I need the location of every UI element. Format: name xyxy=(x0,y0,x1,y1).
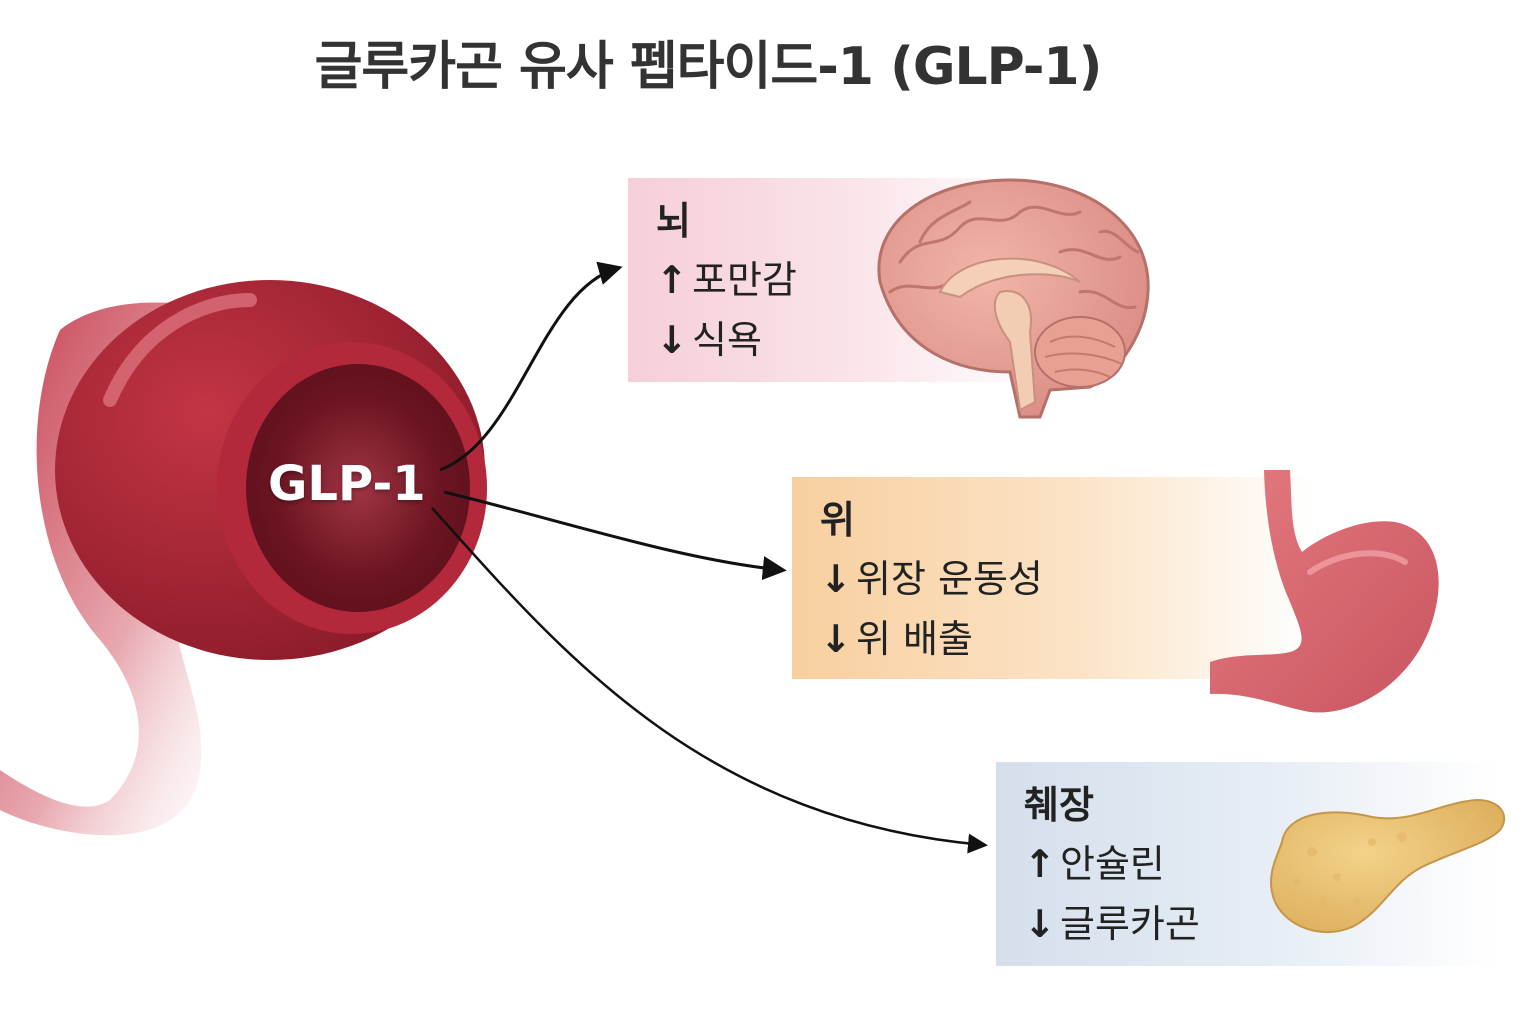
down-arrow-icon: ↓ xyxy=(820,557,852,601)
brain-icon xyxy=(877,178,1150,419)
up-arrow-icon: ↑ xyxy=(656,258,688,302)
effect-label: 식욕 xyxy=(692,318,762,362)
effect-row: ↓위 배출 xyxy=(820,609,1284,669)
target-box-stomach: 위 ↓위장 운동성 ↓위 배출 xyxy=(792,477,1312,679)
stomach-icon xyxy=(1210,470,1439,713)
blood-vessel-lumen xyxy=(246,364,470,612)
effect-row: ↓식욕 xyxy=(656,310,1020,370)
arrow-to-brain xyxy=(439,261,623,472)
target-heading-brain: 뇌 xyxy=(656,199,691,243)
effect-row: ↑안슐린 xyxy=(1024,834,1468,894)
effect-row: ↑포만감 xyxy=(656,250,1020,310)
effect-label: 위장 운동성 xyxy=(856,557,1043,601)
glp1-label: GLP-1 xyxy=(268,456,426,512)
down-arrow-icon: ↓ xyxy=(820,617,852,661)
effect-label: 포만감 xyxy=(692,258,797,302)
up-arrow-icon: ↑ xyxy=(1024,842,1056,886)
pancreas-icon xyxy=(1270,798,1506,933)
down-arrow-icon: ↓ xyxy=(656,318,688,362)
effect-row: ↓위장 운동성 xyxy=(820,549,1284,609)
effect-label: 안슐린 xyxy=(1060,842,1165,886)
effect-row: ↓글루카곤 xyxy=(1024,894,1468,954)
target-heading-pancreas: 췌장 xyxy=(1024,783,1094,827)
effect-label: 위 배출 xyxy=(856,617,973,661)
down-arrow-icon: ↓ xyxy=(1024,902,1056,946)
vessel-highlight xyxy=(103,293,257,407)
arrow-to-stomach xyxy=(443,490,787,581)
page-title: 글루카곤 유사 펩타이드-1 (GLP-1) xyxy=(314,37,1103,97)
target-heading-stomach: 위 xyxy=(820,498,855,542)
arrow-to-pancreas xyxy=(431,507,988,854)
effect-label: 글루카곤 xyxy=(1060,902,1200,946)
